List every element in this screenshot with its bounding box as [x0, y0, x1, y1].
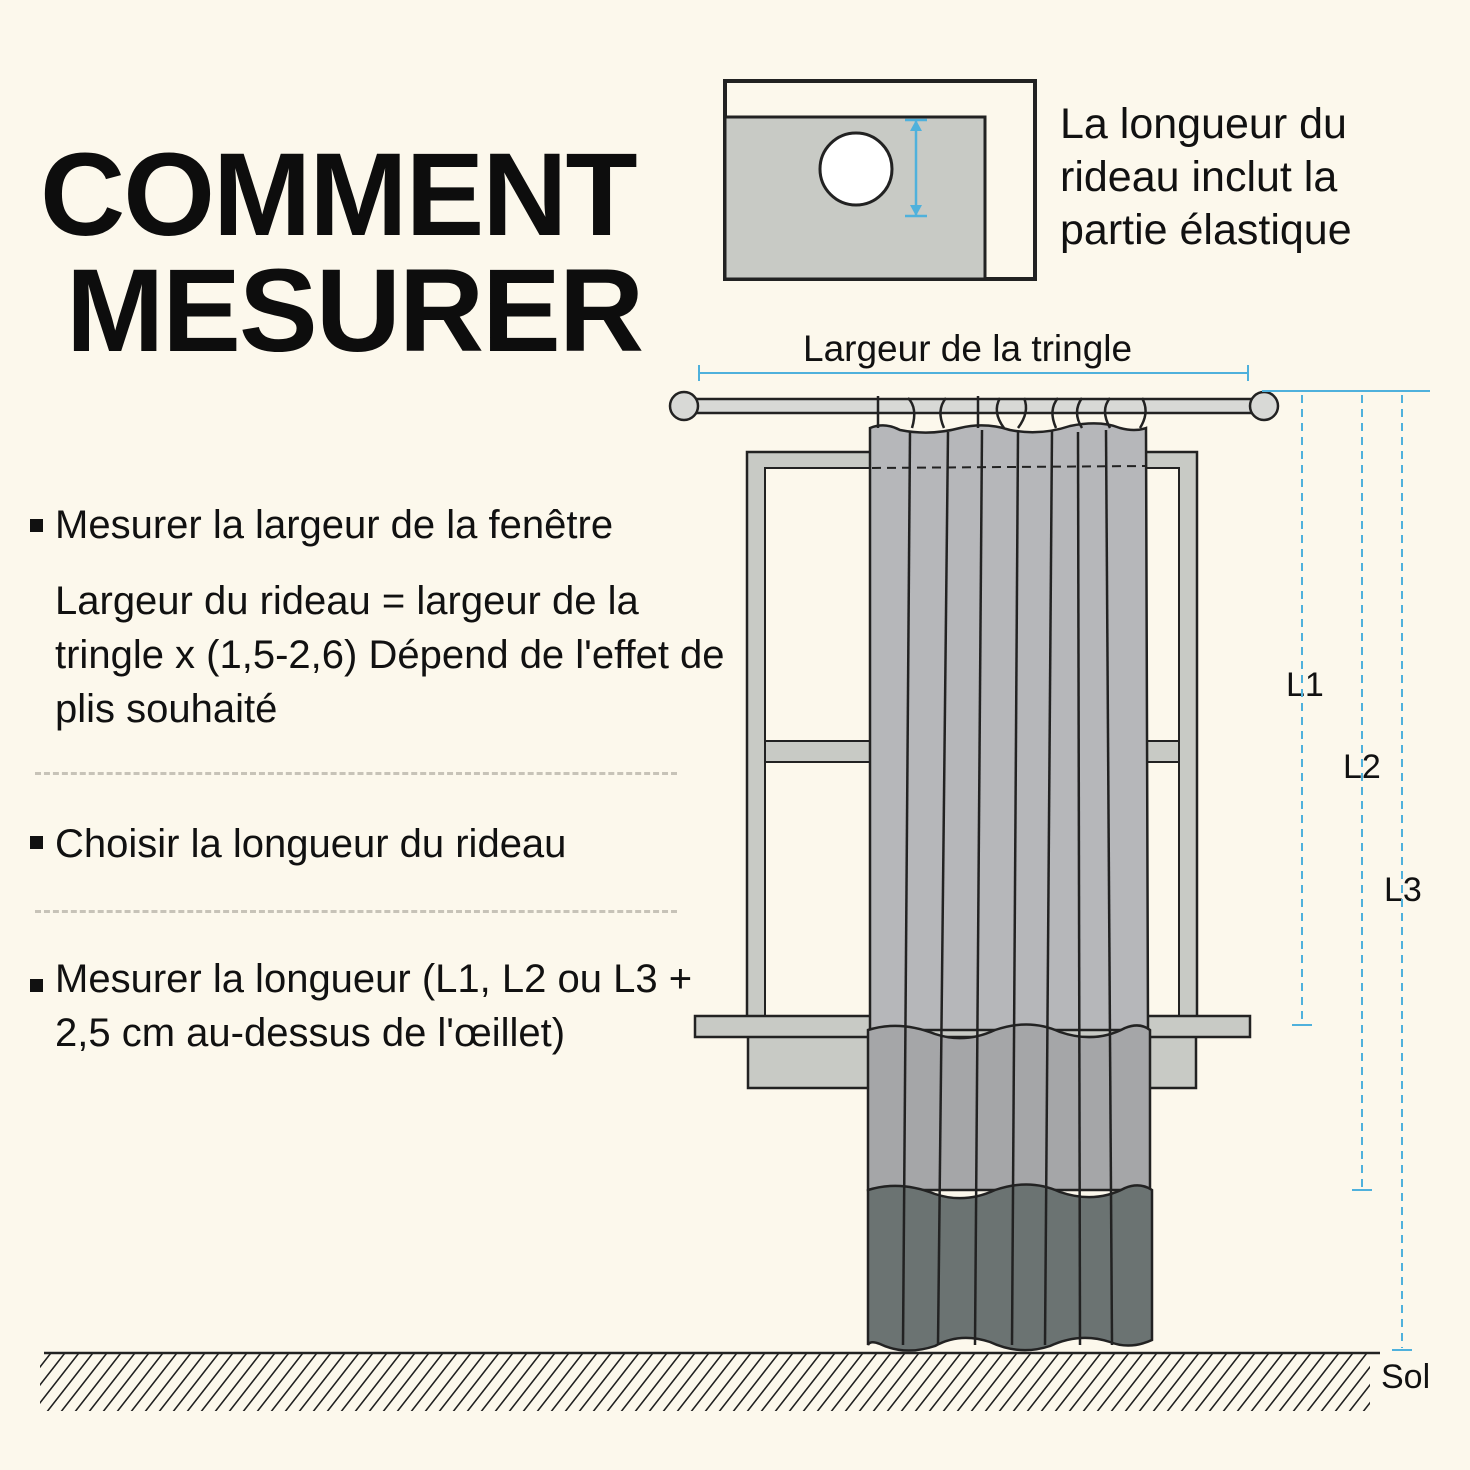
dashed-divider [35, 910, 677, 913]
curtain [866, 422, 1154, 1352]
rod-end-cap-icon [1248, 390, 1280, 422]
floor-label: Sol [1381, 1358, 1431, 1396]
rod-width-dimension [698, 365, 1249, 381]
step-measure-length: Mesurer la longueur (L1, L2 ou L3 + 2,5 … [30, 952, 730, 1060]
bullet-square-icon [30, 519, 43, 532]
step-choose-length: Choisir la longueur du rideau [30, 817, 566, 871]
curtain-rod [668, 390, 1280, 429]
title-line-2: MESURER [66, 245, 644, 377]
rod-end-cap-icon [668, 390, 700, 422]
eyelet-detail-box [723, 79, 1037, 281]
step-measure-width: Mesurer la largeur de la fenêtre [30, 498, 613, 552]
floor [40, 1351, 1380, 1411]
curtain-width-formula: Largeur du rideau = largeur de la tringl… [55, 579, 725, 731]
dashed-divider [35, 772, 677, 775]
length-label-l1: L1 [1286, 666, 1324, 704]
eyelet-ring-icon [818, 131, 894, 207]
step-choose-length-text: Choisir la longueur du rideau [55, 822, 567, 866]
bullet-square-icon [30, 836, 43, 849]
title-line-1: COMMENT [40, 129, 638, 261]
length-dimensions [1262, 390, 1430, 1351]
rod-width-label: Largeur de la tringle [803, 328, 1133, 369]
step-measure-length-text: Mesurer la longueur (L1, L2 ou L3 + 2,5 … [55, 957, 693, 1055]
step-measure-width-text: Mesurer la largeur de la fenêtre [55, 503, 614, 547]
bullet-square-icon [30, 979, 43, 992]
eyelet-note: La longueur du rideau inclut la partie é… [1060, 100, 1352, 254]
